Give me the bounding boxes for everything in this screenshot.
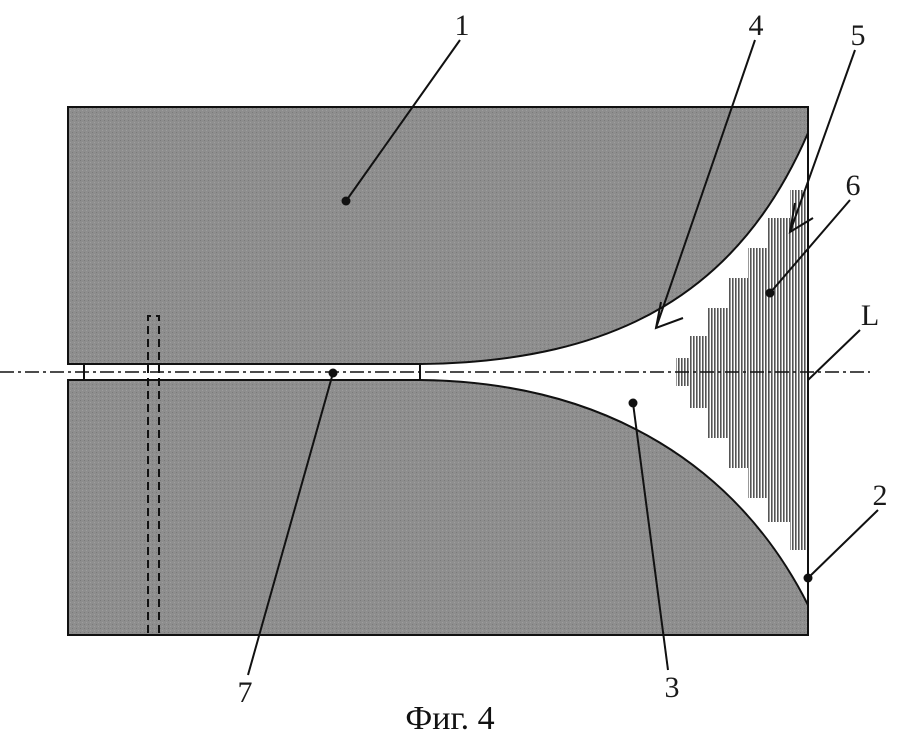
label-5: 5 [851,19,866,52]
figure-caption: Фиг. 4 [0,700,900,738]
label-6: 6 [846,169,861,202]
lower-metal-plate [68,380,808,635]
upper-metal-plate [68,107,808,364]
label-axis-L: L [861,299,879,332]
label-4: 4 [749,9,764,42]
label-1: 1 [455,9,470,42]
label-2: 2 [873,479,888,512]
